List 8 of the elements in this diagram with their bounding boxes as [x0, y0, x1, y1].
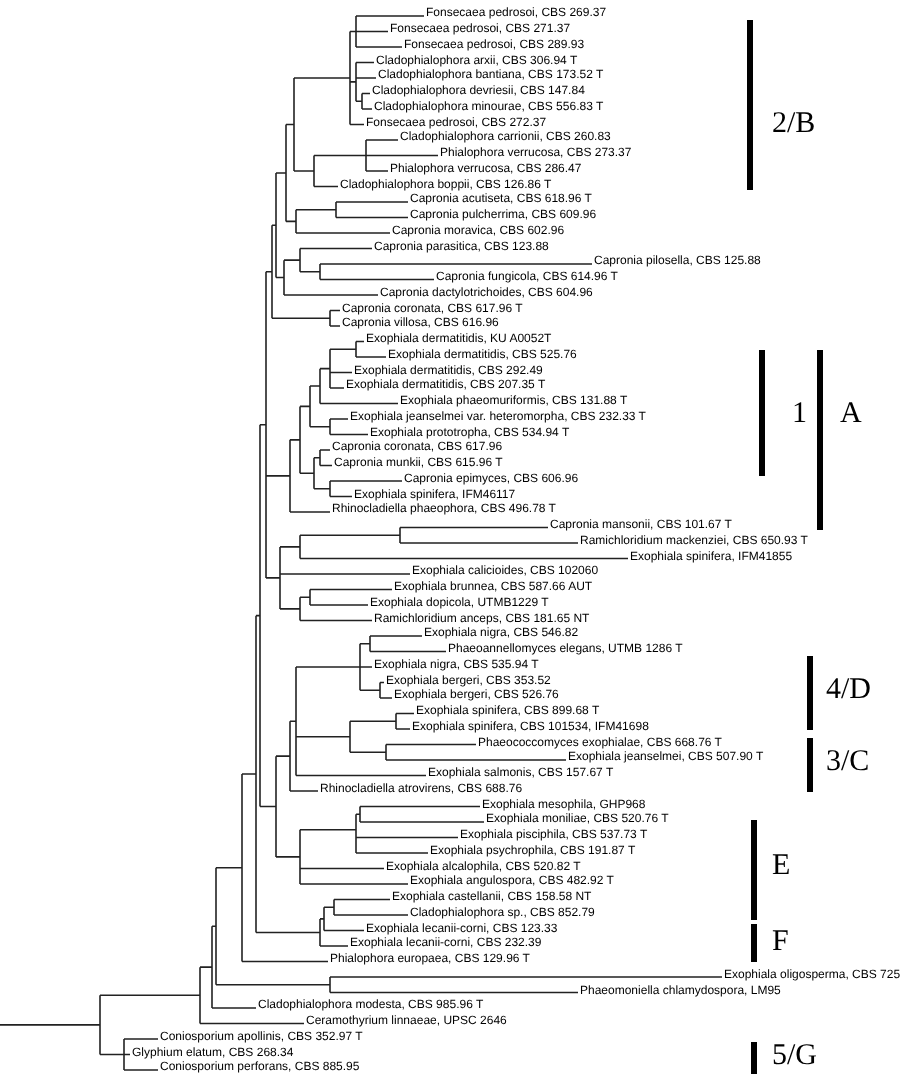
clade-label: E	[772, 850, 791, 882]
clade-label: F	[772, 926, 789, 958]
clade-label: 3/C	[826, 746, 870, 778]
clade-label: A	[840, 398, 862, 430]
clade-label: 4/D	[826, 674, 871, 706]
clade-label: 1	[792, 398, 807, 430]
clade-label: 5/G	[772, 1040, 817, 1072]
clade-label: 2/B	[772, 108, 816, 140]
